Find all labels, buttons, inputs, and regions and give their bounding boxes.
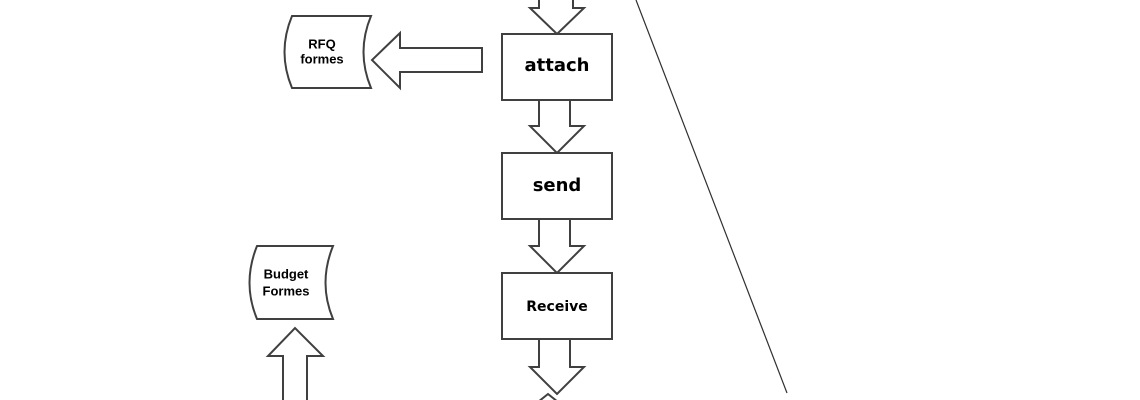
send-label: send bbox=[533, 175, 582, 196]
arrow-out-of-receive bbox=[527, 338, 587, 396]
attach-label: attach bbox=[525, 55, 590, 76]
process-box-attach: attach bbox=[501, 33, 613, 101]
budget-line-1: Budget bbox=[264, 266, 309, 281]
rfq-line-2: formes bbox=[300, 51, 343, 66]
arrow-into-budget bbox=[265, 326, 326, 400]
diagonal-divider-line bbox=[635, 0, 788, 394]
process-box-receive: Receive bbox=[501, 272, 613, 340]
budget-line-2: Formes bbox=[263, 283, 310, 298]
arrow-attach-to-send bbox=[527, 99, 587, 155]
document-rfq-formes: RFQ formes bbox=[283, 15, 373, 89]
arrow-into-attach bbox=[527, 0, 587, 36]
arrow-attach-to-rfq bbox=[370, 30, 483, 91]
document-budget-formes: Budget Formes bbox=[248, 245, 335, 320]
rfq-line-1: RFQ bbox=[308, 36, 335, 51]
process-box-send: send bbox=[501, 152, 613, 220]
next-shape-edge bbox=[538, 392, 558, 400]
receive-label: Receive bbox=[526, 299, 588, 315]
arrow-send-to-receive bbox=[527, 218, 587, 275]
